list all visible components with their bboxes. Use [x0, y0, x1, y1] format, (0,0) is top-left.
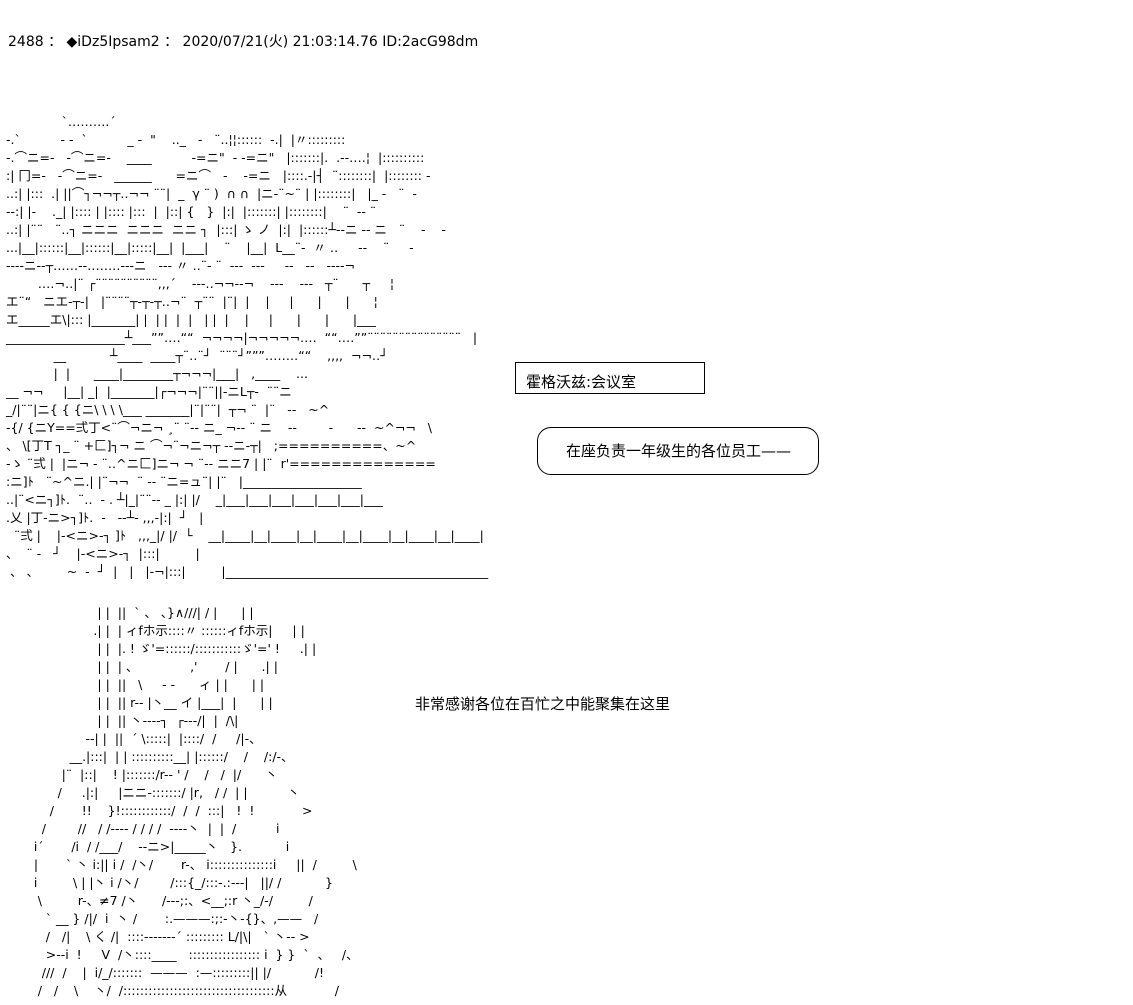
art-line: -.⌒ニ=- -⌒ニ=- ____ -=ニ" - -=ニ" |:::::::|.…: [6, 150, 425, 165]
art-line: __.|:::| | | ::::::::::__| |::::::/ / /:…: [6, 749, 294, 764]
art-line: ..:| |::: .| ||⌒┐¬¬┬‥¬¬ ¨¨| _ γ ¨ ) ∩ ∩ …: [6, 186, 417, 201]
art-line: / !! }!::::::::::::/ / / :::| ! ! >: [6, 803, 313, 818]
art-line: ` __ } /|/ i 丶 / :.———:;:-丶-{}、,—— /: [6, 911, 319, 926]
art-line: | | ____|________┬¬¬¬|___| ,____ ...: [6, 366, 316, 381]
art-line: ¨弍 | |-<ニ>-┐ ]ﾄ ,,,_|/ |/ └ __|____|__|_…: [6, 528, 484, 543]
art-line: / .|:| |ニニ-:::::::/ |r, / / | | 丶: [6, 785, 300, 800]
art-line: エ_____エ\|::: |_______| | | | | | | | | |…: [6, 312, 376, 327]
art-line: 、 \[丁T ┐_ ¨ +匚]┐¬ ニ ⌒¬¨¬ニ¬┬ --ニ-┬| ;====…: [6, 438, 417, 453]
art-line: :ニ]ﾄ ¨~^ニ.| |¨¬¬ ¨ -- ¨ニ=ュ¨| |¨ |_______…: [6, 474, 362, 489]
art-line: ..:| |¨¨ ¨‥┐ ニニニ ニニニ ニニ ┐ |:::| ゝ ノ |:| …: [6, 222, 446, 237]
art-line: 、 、 ~ - ┘ | | |-¬|:::| |________________…: [6, 564, 489, 579]
art-line: | ` 丶 i:|| i / /丶/ r-、 i:::::::::::::::i…: [6, 857, 357, 872]
art-line: ..|¨<ニ┐]ﾄ. ¨‥ ‐ . ┴|_|¨¨-- _ |:| |/ _|__…: [6, 492, 383, 507]
art-line: -ゝ ¨弍 | |ニ¬ - ¨‥^ニ匚]ニ¬ ¬ ¨-- ニニ7 | |¨ r'…: [6, 456, 436, 471]
art-line: ‥‥¬‥|¨ ┌¨¨¨¨¨¨¨¨¨¨,,,´ ---‥¬¬--¬ --- ---…: [6, 276, 395, 291]
ascii-art-meeting-room: `……….´-.` - - ` _ - " .._ - ¨..¦¦:::::: …: [6, 113, 488, 581]
art-line: i´ /i / /___/ --ニ>|_____丶 }. i: [6, 839, 290, 854]
art-line: .| | | ィfホ示::::〃 ::::::ィfホ示| | |: [6, 623, 305, 638]
art-line: / / \ 丶/ /::::::::::::::::::::::::::::::…: [6, 983, 340, 998]
art-line: `……….´: [6, 114, 116, 129]
art-line: /// / | i/_/::::::: ——— :—:::::::::|| |/…: [6, 965, 324, 980]
art-line: --:| |- ._| |:::: | |:::: |::: | |::| { …: [6, 204, 377, 219]
art-line: __ ┴____ ____┬¨‥¨┘ ¨¨¨┘”””‥‥‥‥““ ,,,, ¬¬…: [6, 348, 388, 363]
art-line: | | || \ - - ィ | | | |: [6, 677, 265, 692]
art-line: --| | || ´ \:::::| |::::/ / /|-、: [6, 731, 262, 746]
speech-bubble: 在座负责一年级生的各位员工——: [537, 427, 819, 475]
post-header: 2488 ： ◆iDz5Ipsam2 ： 2020/07/21(火) 21:03…: [8, 34, 479, 50]
ascii-art-character: | | || ` 、 、}∧///| / | | | .| | | ィfホ示::…: [6, 604, 359, 1000]
art-line: | | |. ! ゞ'=::::::/:::::::::::ゞ'=' ! .| …: [6, 641, 317, 656]
art-line: | | || r-- |丶__ イ |___| | | |: [6, 695, 273, 710]
art-line: _/|¨¨|ニ{ { {ニ\ \ \ \___ _______|¨|¨¨| ┬¬…: [6, 402, 330, 417]
art-line: \ r-、≠7 /丶 /---;:、<__;:r 丶_/-/ /: [6, 893, 313, 908]
art-line: i \ | |丶 i /丶/ /:::{_/:::-.:---| ||/ / }: [6, 875, 333, 890]
art-line: -{/ {ニY==弍丁<¨⌒¬ニ¬ ¸¨ ¨-- ニ_ ¬-- ¨ ニ -- -…: [6, 420, 433, 435]
art-line: 、 ¨ - ┘ |-<ニ>-┐ |:::| |: [6, 546, 200, 561]
art-line: :| 冂=- -⌒ニ=- ______ =ニ⌒ - -=ニ |::::.-|┤ …: [6, 168, 431, 183]
art-line: | | | 、 ,' / | .| |: [6, 659, 278, 674]
art-line: .乂 |丁-ニ>┐]ﾄ. - --┴- ,,,-|:| ┘ |: [6, 510, 204, 525]
art-line: | | || 丶----┐ ┌---/| | /\|: [6, 713, 239, 728]
art-line: -.` - - ` _ - " .._ - ¨..¦¦:::::: -.| |〃…: [6, 132, 346, 147]
art-line: / /| \ く /| ::::-------´ ::::::::: L/|\|…: [6, 929, 310, 944]
art-line: ...|__|::::::|__|::::::|__|:::::|__| |__…: [6, 240, 414, 255]
art-line: >--i ! V /丶::::____ ::::::::::::::::: i …: [6, 947, 359, 962]
art-line: __ ¬¬ |__| _| |_______|┌¬¬¬|¨¨||-ニL┬- ¨¨…: [6, 384, 292, 399]
narration-text: 非常感谢各位在百忙之中能聚集在这里: [415, 695, 671, 713]
art-line: / // / /---- / / / / ----丶 | | / i: [6, 821, 280, 836]
art-line: ----ニ--┬‥‥‥--‥‥‥‥---ニ --- 〃 ‥¨- ¨ --- --…: [6, 258, 355, 273]
location-caption: 霍格沃兹:会议室: [515, 362, 705, 394]
art-line: ___________________┴___””‥‥““ ¬¬¬¬|¬¬¬¬¬…: [6, 330, 478, 345]
art-line: |¨ |::| ! |:::::::/r-- ' / / / |/ 丶: [6, 767, 278, 782]
art-line: エ¨“ ニエ-┬-| |¨¨¨¨┬-┬-┬‥¬¨ ┬¨¨ |¨| | | | |…: [6, 294, 378, 309]
art-line: | | || ` 、 、}∧///| / | | |: [6, 605, 254, 620]
